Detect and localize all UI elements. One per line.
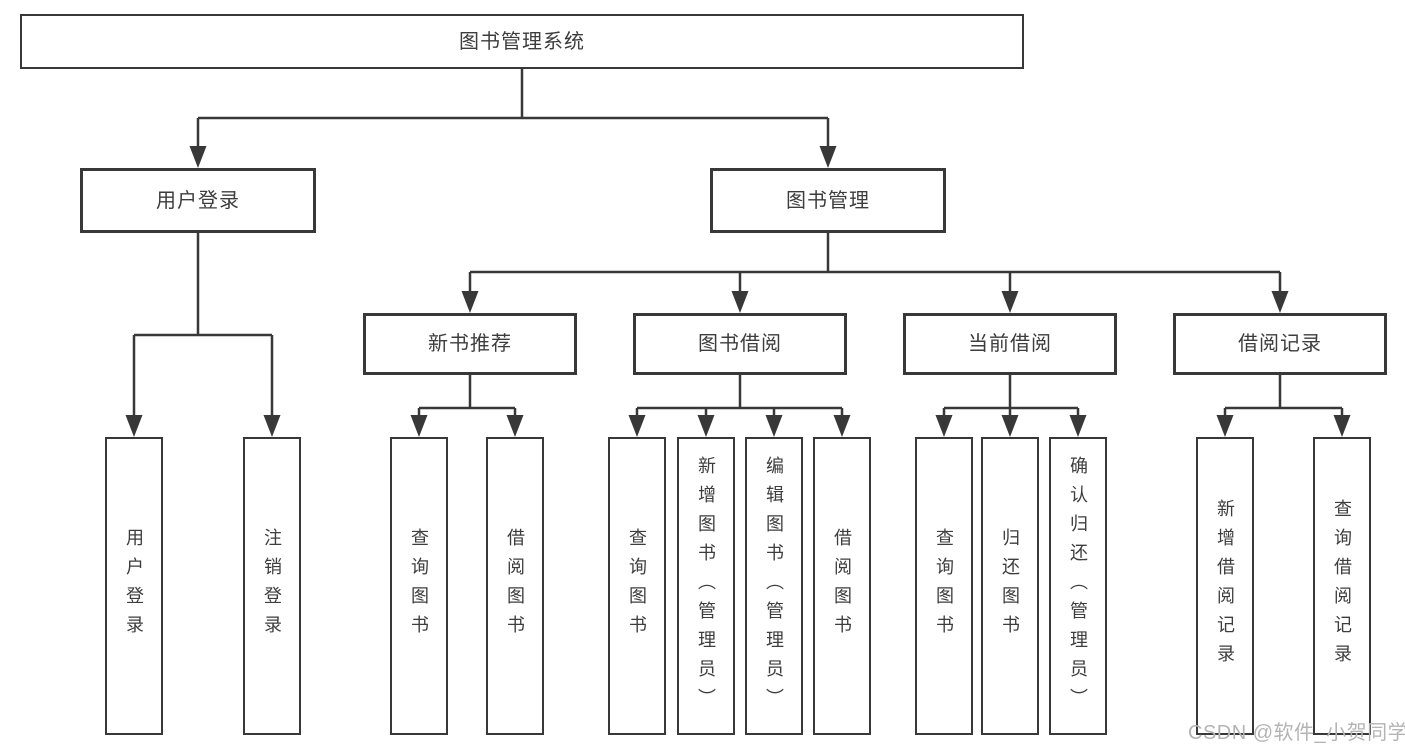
arrowheads [125,146,1351,437]
leaf-query-books-recommend: 查询图书 [390,437,448,735]
node-book-management-label: 图书管理 [786,189,870,212]
node-book-borrow-label: 图书借阅 [698,333,782,355]
arrow-down-icon [1001,415,1019,437]
connector-borrow-records-branch [1223,375,1344,419]
leaf-edit-book-admin: 编辑图书（管理员） [745,437,803,735]
arrow-down-icon [1271,291,1289,313]
leaf-borrow-books-borrow-label: 借阅图书 [832,528,852,644]
arrow-down-icon [1001,291,1019,313]
node-root-label: 图书管理系统 [459,30,585,53]
leaf-query-books-borrow-label: 查询图书 [627,528,647,644]
node-user-login: 用户登录 [80,168,316,233]
arrow-down-icon [461,291,479,313]
leaf-user-login-label: 用户登录 [124,528,144,644]
leaf-return-book-label: 归还图书 [1000,528,1020,644]
arrow-down-icon [935,415,953,437]
node-borrow-records-label: 借阅记录 [1238,333,1322,355]
csdn-watermark: CSDN @软件_小贺同学 [1188,722,1405,744]
leaf-query-borrow-record: 查询借阅记录 [1313,437,1371,735]
leaf-return-book: 归还图书 [981,437,1039,735]
leaf-add-book-admin-label: 新增图书（管理员） [696,455,716,717]
leaf-edit-book-admin-label: 编辑图书（管理员） [764,455,784,717]
leaf-query-books-current-label: 查询图书 [934,528,954,644]
arrow-down-icon [628,415,646,437]
node-current-borrow-label: 当前借阅 [968,333,1052,355]
connector-book-borrow-branch [635,375,844,419]
leaf-confirm-return-admin: 确认归还（管理员） [1049,437,1107,735]
leaf-query-books-recommend-label: 查询图书 [409,528,429,644]
arrow-down-icon [1069,415,1087,437]
arrow-down-icon [765,415,783,437]
leaf-user-login: 用户登录 [105,437,163,735]
connector-root-trunk [196,69,830,150]
connector-new-book-branch [417,375,517,419]
arrow-down-icon [263,415,281,437]
arrow-down-icon [506,415,524,437]
node-root: 图书管理系统 [20,14,1024,69]
connector-book-management-branch [468,233,1282,295]
arrow-down-icon [1216,415,1234,437]
leaf-query-books-borrow: 查询图书 [608,437,666,735]
leaf-borrow-books-recommend-label: 借阅图书 [505,528,525,644]
arrow-down-icon [731,291,749,313]
leaf-confirm-return-admin-label: 确认归还（管理员） [1068,455,1088,717]
node-new-book-recommend: 新书推荐 [363,313,577,375]
node-book-borrow: 图书借阅 [633,313,847,375]
arrow-down-icon [125,415,143,437]
node-book-management: 图书管理 [710,168,946,233]
leaf-borrow-books-borrow: 借阅图书 [813,437,871,735]
arrow-down-icon [819,146,837,168]
connector-current-borrow-branch [942,375,1080,419]
leaf-logout: 注销登录 [243,437,301,735]
leaf-borrow-books-recommend: 借阅图书 [486,437,544,735]
leaf-logout-label: 注销登录 [262,528,282,644]
node-borrow-records: 借阅记录 [1173,313,1387,375]
leaf-add-book-admin: 新增图书（管理员） [677,437,735,735]
arrow-down-icon [189,146,207,168]
leaf-add-borrow-record: 新增借阅记录 [1196,437,1254,735]
node-current-borrow: 当前借阅 [903,313,1117,375]
leaf-query-books-current: 查询图书 [915,437,973,735]
node-new-book-recommend-label: 新书推荐 [428,333,512,355]
arrow-down-icon [697,415,715,437]
arrow-down-icon [833,415,851,437]
leaf-add-borrow-record-label: 新增借阅记录 [1215,499,1235,673]
connector-user-login-branch [132,233,274,419]
node-user-login-label: 用户登录 [156,189,240,212]
arrow-down-icon [1333,415,1351,437]
leaf-query-borrow-record-label: 查询借阅记录 [1332,499,1352,673]
arrow-down-icon [410,415,428,437]
